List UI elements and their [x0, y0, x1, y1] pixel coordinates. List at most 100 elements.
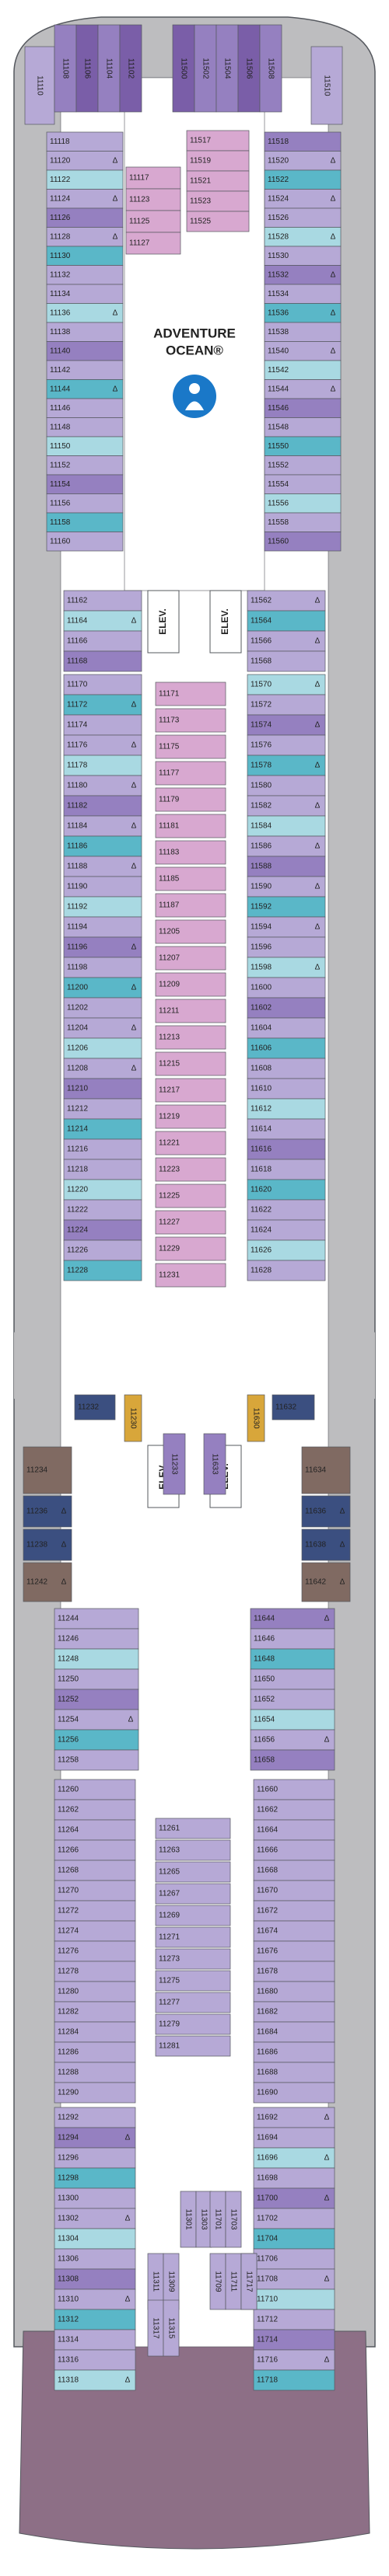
- cabin-11718[interactable]: 11718: [253, 2369, 335, 2391]
- cabin-11214[interactable]: 11214: [63, 1118, 142, 1140]
- cabin-11312[interactable]: 11312: [54, 2309, 136, 2330]
- cabin-11662[interactable]: 11662: [253, 1799, 335, 1821]
- cabin-11522[interactable]: 11522: [264, 169, 342, 190]
- cabin-11110[interactable]: 11110: [24, 46, 55, 125]
- cabin-11702[interactable]: 11702: [253, 2208, 335, 2229]
- cabin-11526[interactable]: 11526: [264, 207, 342, 228]
- cabin-11125[interactable]: 11125: [125, 210, 181, 233]
- cabin-11686[interactable]: 11686: [253, 2041, 335, 2063]
- cabin-11666[interactable]: 11666: [253, 1839, 335, 1861]
- cabin-11600[interactable]: 11600: [247, 977, 326, 999]
- cabin-11181[interactable]: 11181: [155, 814, 226, 838]
- cabin-11280[interactable]: 11280: [54, 1981, 136, 2003]
- cabin-11213[interactable]: 11213: [155, 1025, 226, 1050]
- cabin-11271[interactable]: 11271: [155, 1926, 231, 1948]
- cabin-11244[interactable]: 11244: [54, 1608, 139, 1630]
- cabin-11276[interactable]: 11276: [54, 1940, 136, 1962]
- cabin-11230[interactable]: 11230: [124, 1394, 142, 1442]
- cabin-11108[interactable]: 11108: [54, 24, 77, 113]
- cabin-11118[interactable]: 11118: [46, 131, 124, 152]
- cabin-11546[interactable]: 11546: [264, 398, 342, 418]
- cabin-11192[interactable]: 11192: [63, 896, 142, 918]
- cabin-11187[interactable]: 11187: [155, 893, 226, 918]
- cabin-11694[interactable]: 11694: [253, 2127, 335, 2149]
- cabin-11654[interactable]: 11654: [250, 1709, 335, 1731]
- cabin-11185[interactable]: 11185: [155, 866, 226, 891]
- cabin-11660[interactable]: 11660: [253, 1779, 335, 1800]
- cabin-11633[interactable]: 11633: [203, 1433, 226, 1495]
- cabin-11701[interactable]: 11701: [209, 2191, 226, 2248]
- cabin-11130[interactable]: 11130: [46, 246, 124, 266]
- cabin-11530[interactable]: 11530: [264, 246, 342, 266]
- cabin-11233[interactable]: 11233: [163, 1433, 186, 1495]
- cabin-11630[interactable]: 11630: [247, 1394, 265, 1442]
- cabin-11156[interactable]: 11156: [46, 493, 124, 514]
- cabin-11215[interactable]: 11215: [155, 1051, 226, 1076]
- cabin-11688[interactable]: 11688: [253, 2062, 335, 2083]
- cabin-11150[interactable]: 11150: [46, 436, 124, 456]
- cabin-11182[interactable]: 11182: [63, 795, 142, 817]
- cabin-11231[interactable]: 11231: [155, 1263, 226, 1288]
- cabin-11158[interactable]: 11158: [46, 512, 124, 532]
- cabin-11534[interactable]: 11534: [264, 284, 342, 304]
- cabin-11171[interactable]: 11171: [155, 681, 226, 706]
- cabin-11220[interactable]: 11220: [63, 1179, 142, 1201]
- cabin-11717[interactable]: 11717: [240, 2253, 258, 2310]
- cabin-11658[interactable]: 11658: [250, 1749, 335, 1771]
- cabin-11674[interactable]: 11674: [253, 1920, 335, 1942]
- cabin-11588[interactable]: 11588: [247, 856, 326, 877]
- cabin-11592[interactable]: 11592: [247, 896, 326, 918]
- cabin-11556[interactable]: 11556: [264, 493, 342, 514]
- cabin-11706[interactable]: 11706: [253, 2248, 335, 2270]
- cabin-11622[interactable]: 11622: [247, 1199, 326, 1221]
- cabin-11142[interactable]: 11142: [46, 360, 124, 380]
- cabin-11306[interactable]: 11306: [54, 2248, 136, 2270]
- cabin-11286[interactable]: 11286: [54, 2041, 136, 2063]
- cabin-11148[interactable]: 11148: [46, 417, 124, 437]
- cabin-11648[interactable]: 11648: [250, 1648, 335, 1670]
- cabin-11560[interactable]: 11560: [264, 532, 342, 552]
- cabin-11604[interactable]: 11604: [247, 1017, 326, 1039]
- cabin-11205[interactable]: 11205: [155, 919, 226, 944]
- cabin-11626[interactable]: 11626: [247, 1239, 326, 1261]
- cabin-11711[interactable]: 11711: [225, 2253, 242, 2310]
- cabin-11584[interactable]: 11584: [247, 815, 326, 837]
- cabin-11106[interactable]: 11106: [75, 24, 99, 113]
- cabin-11194[interactable]: 11194: [63, 916, 142, 938]
- cabin-11316[interactable]: 11316: [54, 2349, 136, 2371]
- cabin-11212[interactable]: 11212: [63, 1098, 142, 1120]
- cabin-11710[interactable]: 11710: [253, 2288, 335, 2310]
- cabin-11178[interactable]: 11178: [63, 755, 142, 776]
- cabin-11104[interactable]: 11104: [97, 24, 121, 113]
- cabin-11216[interactable]: 11216: [63, 1138, 142, 1160]
- cabin-11261[interactable]: 11261: [155, 1818, 231, 1839]
- cabin-11279[interactable]: 11279: [155, 2013, 231, 2035]
- cabin-11646[interactable]: 11646: [250, 1628, 335, 1650]
- cabin-11223[interactable]: 11223: [155, 1157, 226, 1182]
- cabin-11508[interactable]: 11508: [259, 24, 282, 113]
- cabin-11173[interactable]: 11173: [155, 708, 226, 733]
- cabin-11268[interactable]: 11268: [54, 1860, 136, 1881]
- cabin-11628[interactable]: 11628: [247, 1260, 326, 1281]
- cabin-11252[interactable]: 11252: [54, 1689, 139, 1710]
- cabin-11292[interactable]: 11292: [54, 2107, 136, 2128]
